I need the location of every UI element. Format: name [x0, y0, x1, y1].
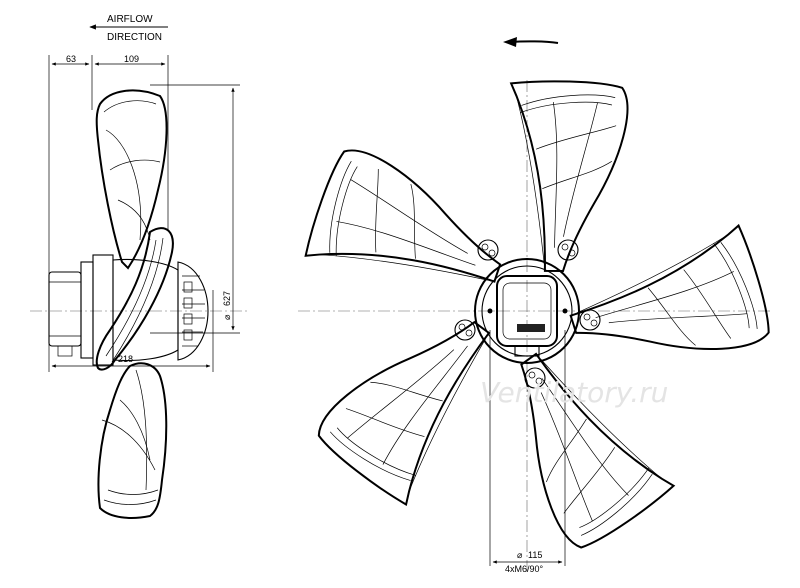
mounting-bosses [454, 239, 601, 389]
rotation-arrow-icon [509, 40, 559, 44]
blade-1 [510, 70, 645, 276]
cable-entry [514, 345, 540, 357]
impeller-blades [304, 70, 786, 563]
brand-plate [517, 324, 545, 332]
front-view: ⌀ 115 4xM6/90° [298, 37, 786, 574]
cable-gland-icon [57, 345, 73, 357]
airflow-label-line2: DIRECTION [107, 32, 162, 43]
bottom-dimension: 218 [48, 290, 214, 372]
dimension-218: 218 [118, 354, 133, 364]
top-dimension-chain: 63 109 [48, 54, 169, 305]
side-blade-middle [95, 227, 174, 371]
airflow-label-line1: AIRFLOW [107, 14, 153, 25]
side-view: 63 109 218 ⌀ 627 [30, 54, 250, 519]
dimension-115: 115 [528, 550, 542, 560]
outer-diameter-dimension: ⌀ 627 [150, 84, 240, 334]
watermark-text: Ventilatory.ru [480, 376, 668, 409]
side-blade-lower [97, 362, 168, 519]
hub [454, 239, 601, 389]
dimension-627: 627 [222, 291, 232, 306]
diameter-symbol-115: ⌀ [517, 550, 523, 560]
motor-housing [48, 254, 209, 366]
hub-diameter-dimension: ⌀ 115 4xM6/90° [489, 330, 566, 574]
hub-outer-ring [474, 258, 580, 364]
blade-5 [304, 143, 519, 297]
mounting-spec: 4xM6/90° [505, 564, 544, 574]
diameter-symbol-627: ⌀ [222, 314, 232, 320]
airflow-direction-label: AIRFLOW DIRECTION [89, 14, 168, 43]
side-blade-upper [95, 89, 168, 270]
blade-4 [306, 280, 504, 506]
dimension-109: 109 [124, 54, 139, 64]
dimension-63: 63 [66, 54, 76, 64]
